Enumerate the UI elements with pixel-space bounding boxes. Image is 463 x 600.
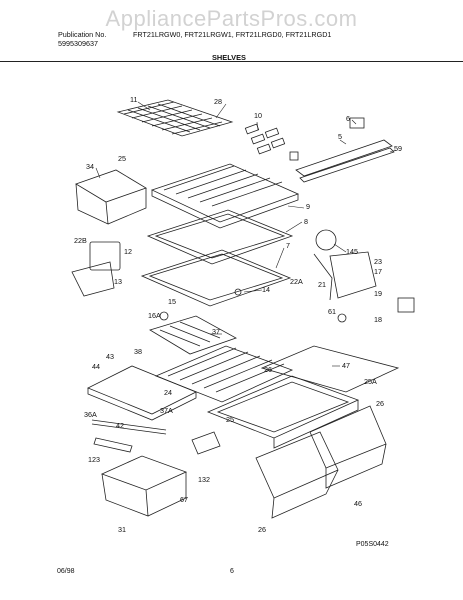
callout-25: 25 xyxy=(118,154,126,163)
figure-code: P05S0442 xyxy=(356,541,389,548)
snack-bin xyxy=(75,169,147,225)
callout-38: 38 xyxy=(134,347,142,356)
callout-132: 132 xyxy=(198,475,210,484)
callout-8: 8 xyxy=(304,217,308,226)
glass-shelf-left xyxy=(87,365,197,421)
callout-6: 6 xyxy=(346,114,350,123)
callout-5: 5 xyxy=(338,132,342,141)
callout-123: 123 xyxy=(88,455,100,464)
shelf-frame-lower xyxy=(140,249,292,307)
callout-37: 37 xyxy=(212,327,220,336)
shelf-support-rail xyxy=(289,117,395,183)
callout-21: 21 xyxy=(318,280,326,289)
footer-date: 06/98 xyxy=(57,568,75,575)
shelf-clips xyxy=(244,123,286,155)
callout-46: 46 xyxy=(354,499,362,508)
crisper-glass-top xyxy=(260,345,400,393)
callout-15: 15 xyxy=(168,297,176,306)
callout-25a: 25A xyxy=(364,377,377,386)
model-list: FRT21LRGW0, FRT21LRGW1, FRT21LRGD0, FRT2… xyxy=(133,30,332,39)
meat-drawer xyxy=(100,455,188,517)
footer-page-number: 6 xyxy=(230,568,234,575)
callout-14: 14 xyxy=(262,285,270,294)
callout-26-upper: 26 xyxy=(264,365,272,374)
callout-26-lower: 26 xyxy=(258,525,266,534)
callout-18: 18 xyxy=(374,315,382,324)
callout-24: 24 xyxy=(164,388,172,397)
shelf-rail xyxy=(91,419,167,435)
crisper-drawers xyxy=(255,405,387,519)
callout-13: 13 xyxy=(114,277,122,286)
callout-19: 19 xyxy=(374,289,382,298)
callout-22a: 22A xyxy=(290,277,303,286)
small-fasteners xyxy=(159,288,347,323)
callout-25: 25 xyxy=(226,415,234,424)
callout-67: 67 xyxy=(180,495,188,504)
callout-36a: 36A xyxy=(84,410,97,419)
divider-bar xyxy=(93,437,133,453)
callout-7: 7 xyxy=(286,241,290,250)
callout-42: 42 xyxy=(116,421,124,430)
callout-16a: 16A xyxy=(148,311,161,320)
wire-shelf-top xyxy=(116,99,234,137)
header-rule xyxy=(0,61,463,62)
callout-43: 43 xyxy=(106,352,114,361)
callout-145: 145 xyxy=(346,247,358,256)
watermark-text: AppliancePartsPros.com xyxy=(105,6,358,31)
wire-shelf-lower xyxy=(154,345,294,403)
callout-23: 23 xyxy=(374,257,382,266)
callout-44: 44 xyxy=(92,362,100,371)
callout-59: 59 xyxy=(394,144,402,153)
drawer-handle xyxy=(191,431,221,455)
callout-37a: 37A xyxy=(160,406,173,415)
light-assembly xyxy=(313,229,415,313)
publication-label: Publication No. xyxy=(58,30,107,39)
callout-9: 9 xyxy=(306,202,310,211)
crisper-cover-frame xyxy=(206,375,360,449)
callout-28: 28 xyxy=(214,97,222,106)
crisper-wire-shelf xyxy=(149,315,237,355)
callout-47: 47 xyxy=(342,361,350,370)
shelf-frame-mid xyxy=(146,209,294,265)
callout-12: 12 xyxy=(124,247,132,256)
publication-number: 5995309637 xyxy=(58,39,98,48)
section-title: SHELVES xyxy=(212,53,246,62)
callout-11: 11 xyxy=(130,95,137,104)
callout-31: 31 xyxy=(118,525,126,534)
callout-26-right: 26 xyxy=(376,399,384,408)
left-slide-assembly xyxy=(71,241,121,297)
callout-61: 61 xyxy=(328,307,336,316)
callout-10: 10 xyxy=(254,111,262,120)
callout-34: 34 xyxy=(86,162,94,171)
callout-17: 17 xyxy=(374,267,382,276)
callout-labels: 11 28 10 6 5 59 34 25 9 8 22B 12 13 7 14… xyxy=(74,95,402,534)
callout-22b: 22B xyxy=(74,236,87,245)
glass-shelf-upper xyxy=(150,163,300,229)
